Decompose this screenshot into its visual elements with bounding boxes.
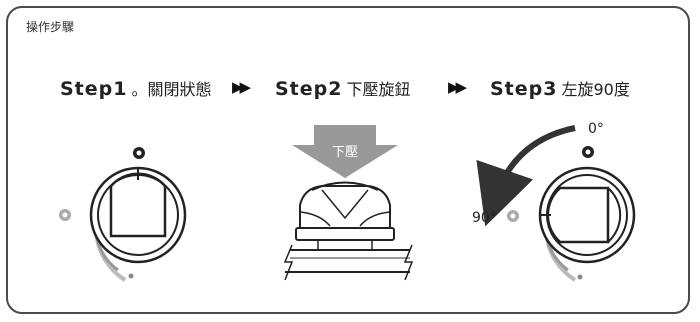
break-mark-icon <box>283 244 294 281</box>
step1-number: Step1 <box>60 78 128 100</box>
step1-knob-illustration <box>59 147 187 282</box>
rotate-arrow-icon <box>476 125 576 227</box>
step1-heading: Step1。關閉狀態 <box>60 76 212 101</box>
panel-title: 操作步驟 <box>26 20 75 34</box>
next-arrow-icon: ▶▶ <box>448 78 467 96</box>
knob-handle <box>546 186 610 244</box>
step2-press-illustration: 下壓 <box>283 125 414 281</box>
step3-description: 左旋90度 <box>561 80 630 99</box>
angle-end-label: 90° <box>472 210 497 226</box>
small-dot-icon <box>128 273 134 279</box>
press-label: 下壓 <box>332 145 358 160</box>
angle-start-label: 0° <box>588 121 604 137</box>
knob-handle <box>109 172 167 238</box>
step3-rotate-illustration: 0° 90° <box>472 121 636 282</box>
step2-number: Step2 <box>275 78 343 100</box>
step2-description: 下壓旋鈕 <box>346 80 411 99</box>
step1-description: 。關閉狀態 <box>131 80 212 99</box>
instruction-panel <box>6 6 690 314</box>
small-dot-icon <box>577 274 583 280</box>
step3-number: Step3 <box>490 78 558 100</box>
knob-side-view <box>299 185 391 229</box>
break-mark-icon <box>403 244 414 281</box>
press-down-arrow-icon <box>292 125 398 178</box>
next-arrow-icon: ▶▶ <box>232 78 251 96</box>
